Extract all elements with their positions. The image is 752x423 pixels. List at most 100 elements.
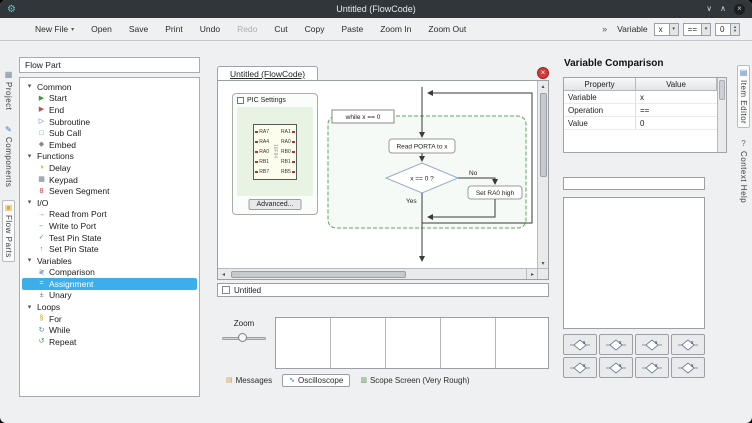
toolbar-button[interactable]: Cut	[274, 24, 288, 34]
toolbar-button[interactable]: Undo	[199, 24, 221, 34]
toolbar-button[interactable]: Open	[91, 24, 112, 34]
scroll-right-icon[interactable]: ▸	[530, 271, 534, 278]
set-output-label: Set RA0 high	[476, 190, 515, 197]
zoom-slider-thumb[interactable]	[238, 333, 247, 342]
tree-item[interactable]: ▾ Common	[22, 81, 197, 93]
comparison-template-button[interactable]: x	[635, 357, 669, 378]
property-row[interactable]: Value 0	[564, 117, 717, 130]
toolbar-button[interactable]: Zoom Out	[428, 24, 467, 34]
tree-item[interactable]: ↺ Repeat	[38, 336, 77, 347]
toolbar-button[interactable]: Zoom In	[380, 24, 412, 34]
toolbar-button[interactable]: Paste	[341, 24, 364, 34]
pin-tick-icon	[255, 130, 259, 133]
tree-item[interactable]: ≷ Comparison	[38, 267, 95, 278]
side-tab[interactable]: ▦ Project	[4, 70, 13, 111]
bottom-tab[interactable]: ▤ Messages	[226, 376, 273, 385]
value-column-header[interactable]: Value	[636, 78, 717, 91]
toolbar-button[interactable]: Copy	[304, 24, 325, 34]
property-column-header[interactable]: Property	[564, 78, 636, 91]
tree-item-icon: ▦	[38, 176, 45, 184]
tree-item[interactable]: ▶ Start	[38, 93, 67, 104]
tree-item[interactable]: ← Write to Port	[38, 220, 97, 231]
horizontal-scrollbar[interactable]: ◂	[218, 268, 537, 279]
dropdown-icon[interactable]: ▾	[668, 23, 678, 35]
comparison-template-button[interactable]: x	[671, 334, 705, 355]
maximize-button[interactable]: ∧	[720, 4, 726, 13]
expression-field[interactable]	[563, 177, 705, 190]
scroll-left-icon[interactable]: ◂	[221, 271, 225, 278]
tree-item[interactable]: ▷ Subroutine	[38, 116, 91, 127]
pic-settings-checkbox[interactable]	[237, 97, 244, 104]
flowchart[interactable]: while x == 0 Read PORTA to x x == 0 ? No…	[322, 85, 544, 269]
tree-item[interactable]: ↻ While	[38, 325, 71, 336]
side-tab[interactable]: ? Context Help	[739, 139, 748, 204]
item-list-box[interactable]	[563, 197, 705, 329]
spin-down-icon[interactable]: ▾	[733, 28, 737, 33]
side-tab[interactable]: ▣ Flow Parts	[2, 199, 15, 262]
table-scrollbar[interactable]	[717, 78, 726, 152]
close-button[interactable]: ×	[734, 3, 745, 15]
window-controls: ∨ ∧ ×	[706, 3, 745, 15]
tree-item[interactable]: ▾ Variables	[22, 255, 197, 267]
advanced-button[interactable]: Advanced...	[248, 199, 302, 210]
tree-item[interactable]: □ Sub Call	[22, 127, 197, 139]
toolbar-overflow-icon[interactable]: »	[602, 24, 608, 34]
spinner-buttons[interactable]: ▴▾	[730, 23, 739, 35]
comparison-template-button[interactable]: x	[599, 357, 633, 378]
close-document-icon[interactable]: ×	[537, 67, 549, 79]
tree-item[interactable]: ◆ Embed	[38, 139, 76, 150]
toolbar-button[interactable]: Save	[128, 24, 149, 34]
tree-item[interactable]: ◑ Delay	[22, 162, 197, 174]
tree-item[interactable]: ▾ I/O	[22, 197, 197, 209]
horizontal-scroll-thumb[interactable]	[231, 270, 407, 278]
tree-item[interactable]: ✓ Test Pin State	[38, 232, 102, 243]
tree-item[interactable]: ▶ End	[38, 104, 65, 115]
flowchart-name-bar[interactable]: Untitled	[217, 283, 549, 297]
operator-select[interactable]: == ▾	[682, 22, 711, 36]
comparison-template-button[interactable]: x	[635, 334, 669, 355]
property-row[interactable]: Variable x	[564, 91, 717, 104]
scroll-up-icon[interactable]: ▴	[541, 83, 545, 90]
document-tab[interactable]: Untitled (FlowCode)	[217, 66, 319, 80]
side-tab[interactable]: ✎ Components	[4, 125, 13, 188]
while-condition-node[interactable]	[331, 109, 395, 124]
comparison-template-button[interactable]: x	[599, 334, 633, 355]
scroll-right-button[interactable]: ▸	[526, 268, 537, 279]
toolbar-button[interactable]: Print	[165, 24, 183, 34]
tree-item[interactable]: § For	[22, 313, 197, 325]
scroll-down-icon[interactable]: ▾	[541, 260, 545, 267]
tree-item[interactable]: ↑ Set Pin State	[22, 243, 197, 255]
oscilloscope-display	[275, 317, 549, 369]
variable-select[interactable]: x ▾	[653, 22, 679, 36]
minimize-button[interactable]: ∨	[706, 4, 713, 13]
table-scroll-thumb[interactable]	[719, 80, 725, 100]
tree-item-icon: ◆	[38, 141, 45, 149]
pic-settings-panel[interactable]: PIC Settings RA7	[232, 93, 318, 215]
toolbar-button[interactable]: New File ▾	[35, 24, 75, 34]
property-row[interactable]: Operation ==	[564, 104, 717, 117]
tree-item[interactable]: ▾ Functions	[22, 151, 197, 163]
tree-item[interactable]: ▾ Loops	[22, 301, 197, 313]
tree-item[interactable]: → Read from Port	[38, 209, 107, 220]
spin-up-icon[interactable]: ▴	[733, 24, 737, 29]
toolbar-button[interactable]: Redo	[237, 24, 258, 34]
value-spinner[interactable]: 0 ▴▾	[715, 22, 740, 36]
pin-row: RA7	[255, 128, 269, 136]
tree-item[interactable]: = Assignment	[22, 278, 197, 290]
comparison-template-button[interactable]: x	[563, 357, 597, 378]
side-tab[interactable]: ▤ Item Editor	[737, 65, 750, 129]
tree-item[interactable]: 8 Seven Segment	[22, 185, 197, 197]
tree-item[interactable]: ▦ Keypad	[38, 174, 78, 185]
flowchart-canvas[interactable]: PIC Settings RA7	[217, 80, 549, 280]
comparison-template-button[interactable]: x	[671, 357, 705, 378]
vertical-scrollbar[interactable]: ▴ ▾	[537, 81, 548, 268]
zoom-slider[interactable]	[222, 333, 266, 345]
comparison-template-button[interactable]: x	[563, 334, 597, 355]
bottom-tab[interactable]: ▥ Scope Screen (Very Rough)	[360, 376, 470, 385]
comparison-template-icon: x	[642, 338, 662, 351]
tree-item[interactable]: ± Unary	[22, 290, 197, 302]
bottom-tab[interactable]: ∿ Oscilloscope	[282, 374, 351, 387]
vertical-scroll-thumb[interactable]	[539, 93, 547, 178]
flow-part-header[interactable]: Flow Part	[19, 57, 200, 73]
dropdown-icon[interactable]: ▾	[701, 23, 710, 35]
